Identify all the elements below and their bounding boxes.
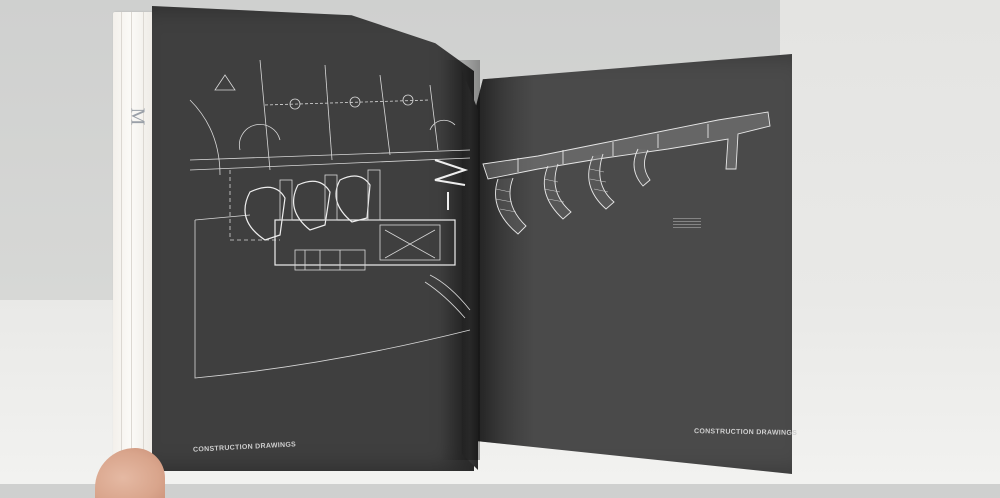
background-wall — [780, 0, 1000, 300]
right-page-shading — [470, 54, 792, 474]
drawing-caption — [673, 218, 701, 230]
left-page-gutter-shadow — [440, 60, 480, 460]
roof-section-drawing — [478, 104, 778, 244]
site-plan-drawing — [180, 20, 472, 380]
page-edge-mark: M — [126, 107, 149, 126]
right-page — [470, 54, 792, 474]
book-page-edges — [113, 12, 153, 472]
